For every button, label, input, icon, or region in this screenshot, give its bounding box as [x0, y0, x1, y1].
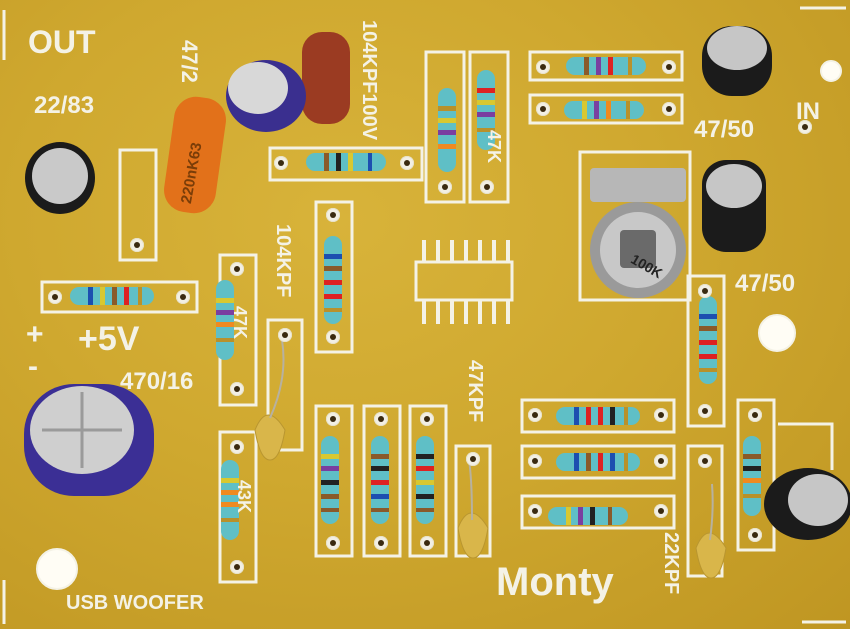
label-47-50-top: 47/50	[694, 116, 755, 143]
label-470-16: 470/16	[120, 368, 194, 395]
label-43k: 43K	[234, 480, 254, 514]
solder-pad	[480, 180, 494, 194]
solder-pad	[654, 454, 668, 468]
label-monty: Monty	[496, 560, 614, 604]
label-47kpf: 47KPF	[464, 360, 486, 423]
solder-pad	[230, 560, 244, 574]
solder-pad	[326, 330, 340, 344]
solder-pad	[374, 536, 388, 550]
solder-pad	[326, 536, 340, 550]
solder-pad	[438, 180, 452, 194]
mounting-hole-bottom-left	[36, 548, 78, 590]
solder-pad	[176, 290, 190, 304]
solder-pad	[326, 208, 340, 222]
label-47k-b: 47K	[484, 130, 504, 164]
label-plus-5v: +5V	[78, 320, 140, 358]
solder-pad	[654, 504, 668, 518]
solder-pad	[274, 156, 288, 170]
solder-pad	[536, 60, 550, 74]
mounting-hole-right	[758, 314, 796, 352]
solder-pad	[230, 262, 244, 276]
label-47-50-mid: 47/50	[735, 270, 796, 297]
solder-pad	[748, 528, 762, 542]
label-usb-woofer: USB WOOFER	[66, 592, 204, 614]
solder-pad	[48, 290, 62, 304]
solder-pad	[536, 102, 550, 116]
solder-pad	[528, 454, 542, 468]
solder-pad	[698, 454, 712, 468]
label-cap-47-2: 47/2	[177, 40, 202, 83]
solder-pad	[130, 238, 144, 252]
solder-pad	[326, 412, 340, 426]
solder-pad	[420, 536, 434, 550]
solder-pad	[654, 408, 668, 422]
solder-pad	[662, 102, 676, 116]
label-minus: -	[28, 350, 38, 383]
solder-pad	[374, 412, 388, 426]
solder-pad	[698, 284, 712, 298]
solder-pad	[466, 452, 480, 466]
solder-pad	[662, 60, 676, 74]
label-cap-22-83: 22/83	[34, 92, 95, 119]
label-104kpf100v: 104KPF100V	[358, 20, 380, 141]
solder-pad	[528, 504, 542, 518]
solder-pad	[400, 156, 414, 170]
label-47k-a: 47K	[230, 306, 250, 340]
solder-pad	[420, 412, 434, 426]
label-plus: +	[26, 318, 44, 351]
solder-pad	[230, 382, 244, 396]
solder-pad	[230, 440, 244, 454]
solder-pad	[748, 408, 762, 422]
solder-pad	[528, 408, 542, 422]
solder-pad	[798, 120, 812, 134]
label-22kpf: 22KPF	[660, 532, 682, 595]
label-out: OUT	[28, 24, 96, 60]
solder-pad	[278, 328, 292, 342]
mounting-hole-top-left	[820, 60, 842, 82]
label-104kpf: 104KPF	[272, 224, 294, 298]
solder-pad	[698, 404, 712, 418]
